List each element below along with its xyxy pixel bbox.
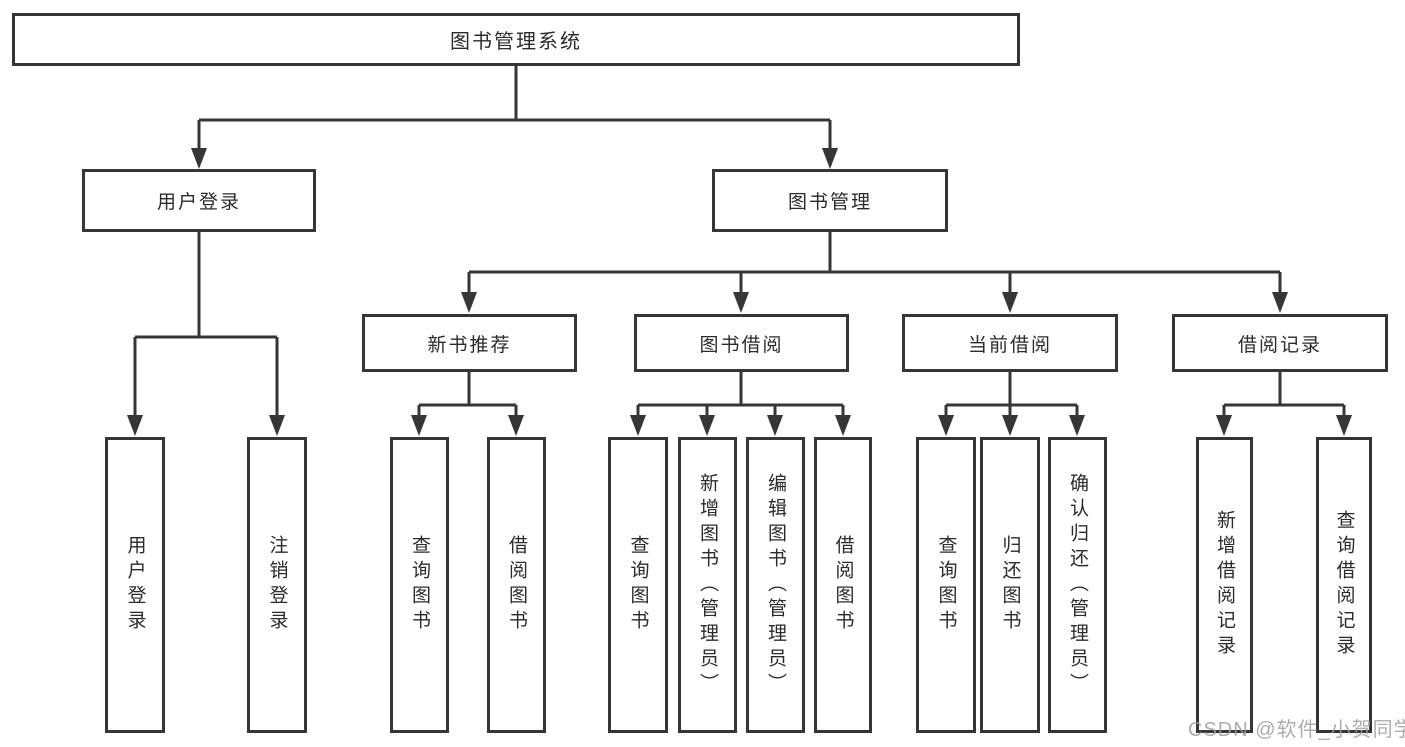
arrow-down-icon [938, 415, 954, 436]
node-label: 新增借阅记录 [1214, 510, 1235, 660]
leaf-confirm-return-admin: 确认归还（管理员） [1048, 437, 1107, 733]
node-label: 图书管理系统 [450, 31, 582, 53]
arrow-down-icon [269, 415, 285, 436]
arrow-down-icon [1002, 292, 1018, 313]
node-label: 图书借阅 [699, 334, 784, 356]
leaf-query-books-recommend: 查询图书 [390, 437, 449, 733]
node-label: 确认归还（管理员） [1067, 472, 1088, 698]
node-label: 当前借阅 [967, 334, 1052, 356]
node-label: 图书管理 [787, 192, 872, 213]
arrow-down-icon [1272, 292, 1288, 313]
arrow-down-icon [411, 415, 427, 436]
node-label: 查询图书 [627, 535, 649, 635]
leaf-query-borrow-record: 查询借阅记录 [1316, 437, 1372, 733]
node-label: 借阅记录 [1237, 334, 1322, 356]
arrow-down-icon [733, 292, 749, 313]
node-book-management-system: 图书管理系统 [12, 13, 1020, 66]
leaf-borrow-books-recommend: 借阅图书 [487, 437, 546, 733]
arrow-down-icon [127, 415, 143, 436]
node-label: 借阅图书 [506, 535, 527, 635]
leaf-borrow-books-borrowing: 借阅图书 [814, 437, 872, 733]
leaf-return-books: 归还图书 [980, 437, 1040, 733]
node-label: 查询借阅记录 [1333, 510, 1355, 660]
arrow-down-icon [1069, 415, 1085, 436]
leaf-logout: 注销登录 [247, 437, 307, 733]
node-label: 注销登录 [266, 535, 288, 635]
arrow-down-icon [191, 148, 207, 169]
node-current-borrowing: 当前借阅 [902, 314, 1118, 372]
node-book-borrowing: 图书借阅 [634, 314, 849, 372]
node-label: 借阅图书 [832, 535, 854, 635]
leaf-add-books-admin: 新增图书（管理员） [678, 437, 737, 733]
node-new-book-recommend: 新书推荐 [362, 314, 577, 372]
arrow-down-icon [1002, 415, 1018, 436]
node-label: 新书推荐 [427, 334, 512, 356]
node-label: 用户登录 [156, 192, 241, 213]
node-label: 查询图书 [935, 535, 957, 635]
arrow-down-icon [461, 292, 477, 313]
arrow-down-icon [508, 415, 524, 436]
node-borrowing-records: 借阅记录 [1172, 314, 1388, 372]
leaf-user-login: 用户登录 [105, 437, 165, 733]
node-label: 归还图书 [999, 535, 1021, 635]
node-user-login: 用户登录 [82, 169, 316, 232]
leaf-edit-books-admin: 编辑图书（管理员） [746, 437, 805, 733]
csdn-watermark: CSDN @软件_小贺同学 [1188, 719, 1405, 741]
arrow-down-icon [630, 415, 646, 436]
arrow-down-icon [822, 148, 838, 169]
arrow-down-icon [1336, 415, 1352, 436]
leaf-query-books-current: 查询图书 [916, 437, 976, 733]
arrow-down-icon [835, 415, 851, 436]
arrow-down-icon [699, 415, 715, 436]
node-book-management: 图书管理 [712, 169, 948, 232]
node-label: 新增图书（管理员） [697, 472, 718, 698]
arrow-down-icon [1216, 415, 1232, 436]
node-label: 查询图书 [409, 535, 430, 635]
leaf-query-books-borrowing: 查询图书 [608, 437, 668, 733]
node-label: 编辑图书（管理员） [765, 472, 786, 698]
arrow-down-icon [767, 415, 783, 436]
node-label: 用户登录 [124, 535, 146, 635]
leaf-add-borrow-record: 新增借阅记录 [1196, 437, 1253, 733]
